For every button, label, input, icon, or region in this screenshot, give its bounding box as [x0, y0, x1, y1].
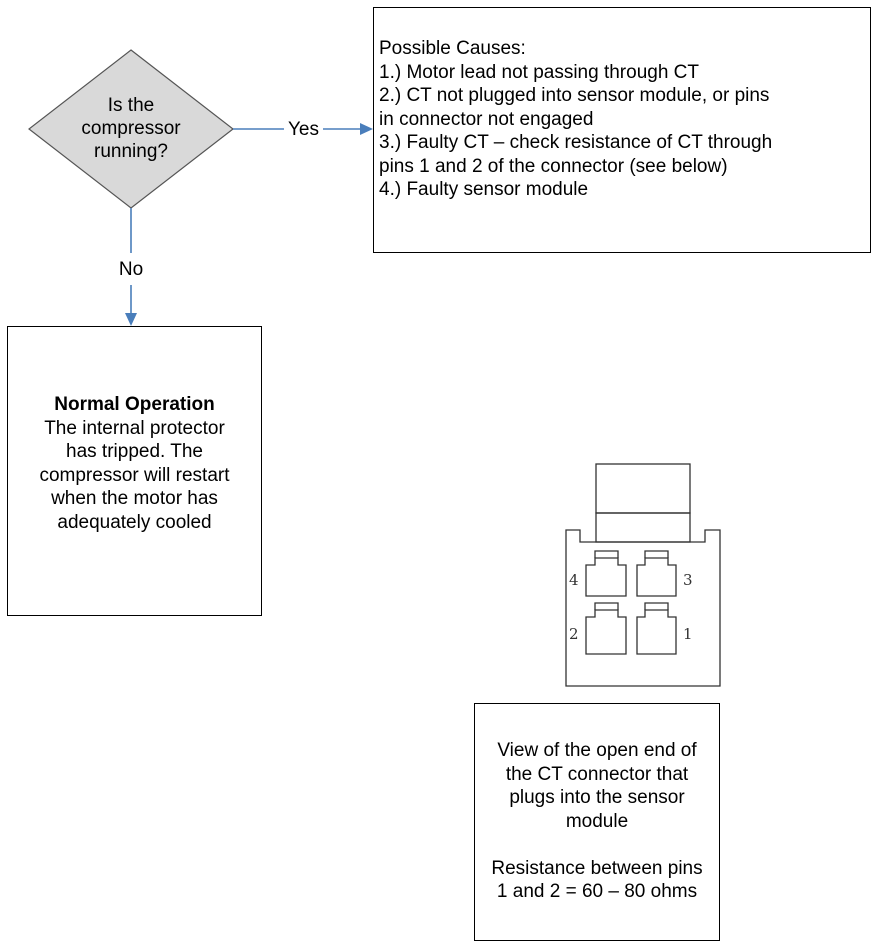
possible-cause-line: in connector not engaged: [379, 108, 594, 130]
normal-operation-line: compressor will restart: [39, 464, 230, 486]
decision-question-line: compressor: [81, 118, 181, 139]
resistance-line: 1 and 2 = 60 – 80 ohms: [496, 881, 698, 902]
decision-question-line: Is the: [107, 95, 155, 116]
connector-caption-line: module: [565, 810, 629, 832]
connector-caption-line: plugs into the sensor: [509, 787, 685, 808]
possible-cause-line: pins 1 and 2 of the connector (see below…: [379, 155, 728, 177]
connector-latch: [595, 463, 691, 514]
connector-housing: [565, 529, 721, 687]
yes-label: Yes: [284, 118, 323, 141]
pin-cavity-3: [636, 550, 677, 597]
connector-latch-base: [595, 512, 691, 543]
pin-cavity-1: [636, 602, 677, 655]
normal-operation-line: adequately cooled: [57, 511, 212, 533]
connector-illustration: [565, 463, 721, 687]
decision-question-line: running?: [94, 141, 168, 162]
pin-label-2: 2: [569, 625, 579, 643]
pin-cavity-2: [585, 602, 627, 655]
yes-arrow: [233, 123, 373, 135]
pin-label-3: 3: [683, 571, 693, 589]
normal-operation-line: has tripped. The: [66, 441, 203, 462]
normal-operation-title: Normal Operation: [54, 394, 215, 415]
possible-cause-line: 1.) Motor lead not passing through CT: [379, 61, 700, 83]
caption-spacer: [475, 833, 719, 857]
normal-operation-line: The internal protector: [44, 417, 225, 439]
pin-label-1: 1: [683, 625, 693, 643]
no-label: No: [114, 258, 148, 281]
normal-operation-line: when the motor has: [51, 488, 218, 509]
connector-caption-line: View of the open end of: [497, 740, 697, 761]
connector-caption-line: the CT connector that: [505, 763, 689, 785]
decision-question: Is the compressor running?: [81, 94, 181, 163]
possible-cause-line: 4.) Faulty sensor module: [379, 179, 589, 200]
possible-cause-line: 3.) Faulty CT – check resistance of CT t…: [379, 132, 773, 153]
normal-operation-box: Normal Operation The internal protector …: [7, 326, 262, 616]
resistance-line: Resistance between pins: [491, 857, 703, 879]
connector-caption-box: View of the open end of the CT connector…: [474, 703, 720, 941]
possible-causes-title: Possible Causes:: [379, 38, 526, 59]
pin-label-4: 4: [569, 571, 579, 589]
possible-causes-box: Possible Causes: 1.) Motor lead not pass…: [373, 7, 871, 253]
possible-cause-line: 2.) CT not plugged into sensor module, o…: [379, 85, 770, 106]
no-arrow: [125, 208, 137, 326]
pin-cavity-4: [585, 550, 627, 597]
